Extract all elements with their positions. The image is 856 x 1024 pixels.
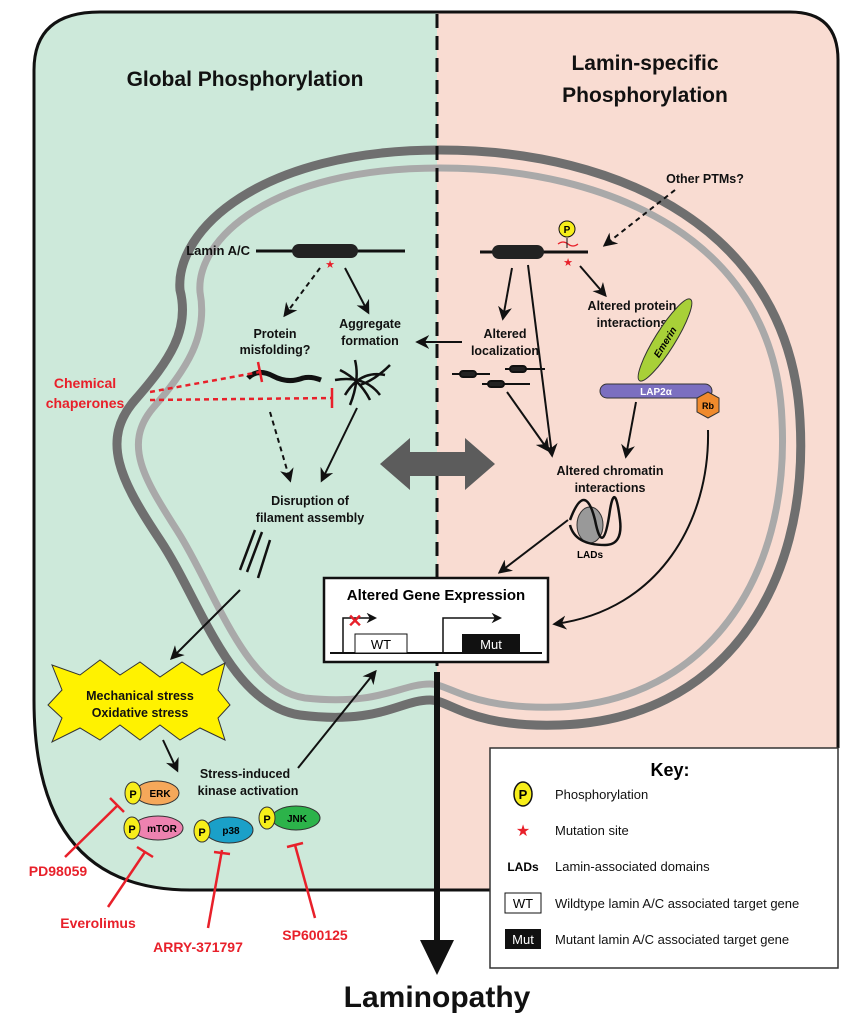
blocked-transcription-icon: ✕ (347, 611, 362, 631)
mutation-star-icon: ★ (563, 257, 573, 269)
cell-outline (32, 10, 840, 892)
bidirectional-arrow-icon (380, 438, 495, 490)
oxidative-stress-label: Oxidative stress (92, 706, 189, 720)
mechanical-stress-label: Mechanical stress (86, 689, 194, 703)
key-legend: Key: P Phosphorylation ★ Mutation site L… (489, 747, 839, 969)
right-title-1: Lamin-specific (571, 52, 718, 75)
lamin-protein-left: ★ (256, 244, 405, 271)
svg-text:LAP2α: LAP2α (640, 387, 673, 398)
chemical-chaperones-label-2: chaperones (46, 395, 125, 411)
svg-text:P: P (198, 827, 205, 839)
key-title: Key: (650, 760, 689, 780)
svg-text:P: P (519, 787, 528, 802)
kinase-erk: ERK P (124, 780, 180, 806)
inhibitor-everolimus: Everolimus (60, 915, 136, 931)
gene-expression-title: Altered Gene Expression (347, 587, 525, 604)
aggregate-label-2: formation (341, 334, 399, 348)
lamin-protein-right: ★ P (480, 220, 588, 269)
svg-text:P: P (128, 824, 135, 836)
gene-expression-box: Altered Gene Expression ✕ WT Mut (322, 576, 550, 664)
svg-text:Mutation site: Mutation site (555, 823, 629, 838)
svg-text:P: P (564, 225, 571, 236)
altered-localization-label-2: localization (471, 344, 539, 358)
wt-gene (354, 633, 408, 654)
mislocalized-lamins-icon (452, 365, 545, 388)
svg-text:p38: p38 (222, 826, 240, 837)
altered-chromatin-label-2: interactions (575, 481, 646, 495)
left-panel-bg (34, 12, 437, 890)
altered-protein-label-1: Altered protein (588, 299, 677, 313)
nuclear-envelope-inner (134, 164, 787, 711)
svg-text:P: P (263, 814, 270, 826)
emerin-protein: Emerin (637, 298, 693, 382)
protein-misfolding-label-1: Protein (253, 327, 296, 341)
phosphate-icon (513, 781, 533, 807)
aggregate-label-1: Aggregate (339, 317, 401, 331)
other-ptms-label: Other PTMs? (666, 172, 744, 186)
kinase-mtor: mTOR P (123, 815, 184, 841)
altered-protein-label-2: interactions (597, 316, 668, 330)
svg-text:JNK: JNK (287, 814, 308, 825)
aggregate-icon (334, 359, 391, 406)
mut-gene (462, 634, 520, 653)
altered-chromatin-label-1: Altered chromatin (557, 464, 664, 478)
svg-text:Mut: Mut (512, 932, 534, 947)
kinase-jnk: JNK P (258, 805, 321, 831)
mutation-star-icon: ★ (325, 259, 335, 271)
svg-text:Rb: Rb (702, 401, 714, 411)
svg-text:Mutant lamin A/C associated ta: Mutant lamin A/C associated target gene (555, 932, 789, 947)
altered-localization-label-1: Altered (483, 327, 526, 341)
svg-text:Phosphorylation: Phosphorylation (555, 787, 648, 802)
svg-text:P: P (129, 789, 136, 801)
inhibitor-pd98059: PD98059 (29, 863, 88, 879)
chemical-chaperones-label-1: Chemical (54, 375, 116, 391)
svg-text:Lamin-associated domains: Lamin-associated domains (555, 859, 710, 874)
svg-text:WT: WT (371, 637, 391, 652)
svg-text:ERK: ERK (149, 789, 171, 800)
lads-label: LADs (577, 550, 604, 561)
kinase-activation-label-2: kinase activation (198, 784, 299, 798)
phosphate-icon (558, 220, 576, 238)
right-title-2: Phosphorylation (562, 84, 728, 107)
lap2a-protein: LAP2α (599, 383, 713, 399)
left-title: Global Phosphorylation (127, 68, 364, 91)
inhibitor-arry-371797: ARRY-371797 (153, 939, 243, 955)
svg-text:Mut: Mut (480, 637, 502, 652)
kinase-p38: p38 P (193, 816, 254, 844)
right-panel-bg (437, 12, 838, 890)
outcome-label: Laminopathy (344, 981, 531, 1014)
rb-protein: Rb (696, 391, 720, 419)
kinase-activation-label-1: Stress-induced (200, 767, 290, 781)
disruption-label-1: Disruption of (271, 494, 350, 508)
inhibitor-lines (64, 797, 317, 929)
svg-text:mTOR: mTOR (147, 824, 178, 835)
svg-text:WT: WT (513, 896, 533, 911)
protein-misfolding-label-2: misfolding? (240, 343, 311, 357)
svg-text:Wildtype lamin A/C associated: Wildtype lamin A/C associated target gen… (555, 896, 799, 911)
svg-text:LADs: LADs (507, 860, 539, 874)
stress-starburst-icon (47, 659, 231, 744)
disruption-label-2: filament assembly (256, 511, 364, 525)
chromatin-icon (568, 496, 622, 547)
inhibitor-sp600125: SP600125 (282, 927, 348, 943)
nuclear-envelope-outer (112, 145, 806, 730)
arrow-head-icon (420, 940, 454, 975)
disrupted-filaments-icon (238, 529, 272, 579)
mutation-star-icon: ★ (516, 823, 530, 840)
lamin-ac-label: Lamin A/C (186, 243, 250, 258)
